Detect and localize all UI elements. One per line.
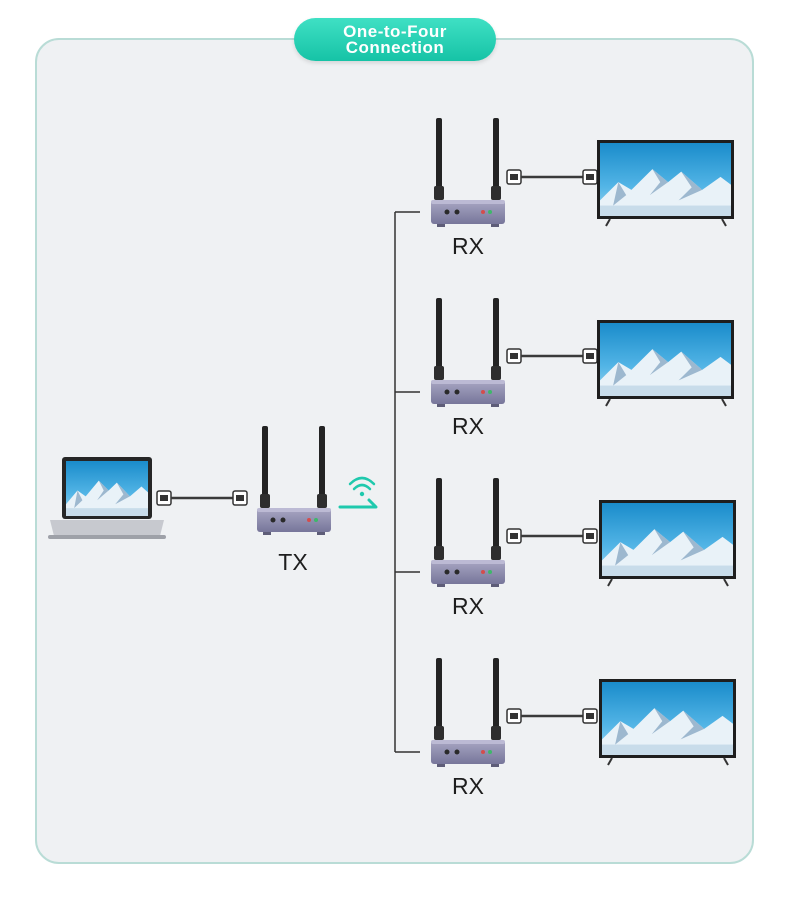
wifi-signal-icon bbox=[348, 476, 376, 497]
hdmi-cable-icon bbox=[505, 347, 599, 365]
rx-row-4: RX bbox=[431, 658, 736, 799]
transmitter-device bbox=[257, 426, 331, 535]
title-badge: One-to-Four Connection bbox=[294, 18, 496, 61]
receiver-device bbox=[431, 118, 505, 227]
hdmi-cable-icon bbox=[505, 707, 599, 725]
receiver-device bbox=[431, 658, 505, 767]
rx-row-1: RX bbox=[431, 118, 734, 259]
hdmi-cable-icon bbox=[505, 527, 599, 545]
receiver-device bbox=[431, 478, 505, 587]
rx-label: RX bbox=[452, 233, 484, 259]
rx-label: RX bbox=[452, 593, 484, 619]
tv-icon bbox=[599, 500, 736, 587]
hdmi-cable-icon bbox=[505, 168, 599, 186]
rx-row-3: RX bbox=[431, 478, 736, 619]
rx-row-2: RX bbox=[431, 298, 734, 439]
tv-icon bbox=[599, 679, 736, 766]
tx-label: TX bbox=[278, 549, 307, 575]
tv-icon bbox=[597, 140, 734, 227]
hdmi-cable-icon bbox=[155, 489, 249, 507]
receiver-device bbox=[431, 298, 505, 407]
laptop-icon bbox=[48, 457, 166, 539]
rx-label: RX bbox=[452, 413, 484, 439]
distribution-bracket bbox=[394, 211, 420, 753]
tv-icon bbox=[597, 320, 734, 407]
title-line-1: One-to-Four bbox=[343, 21, 447, 41]
rx-label: RX bbox=[452, 773, 484, 799]
signal-arrow bbox=[338, 498, 378, 509]
title-line-2: Connection bbox=[345, 37, 445, 57]
